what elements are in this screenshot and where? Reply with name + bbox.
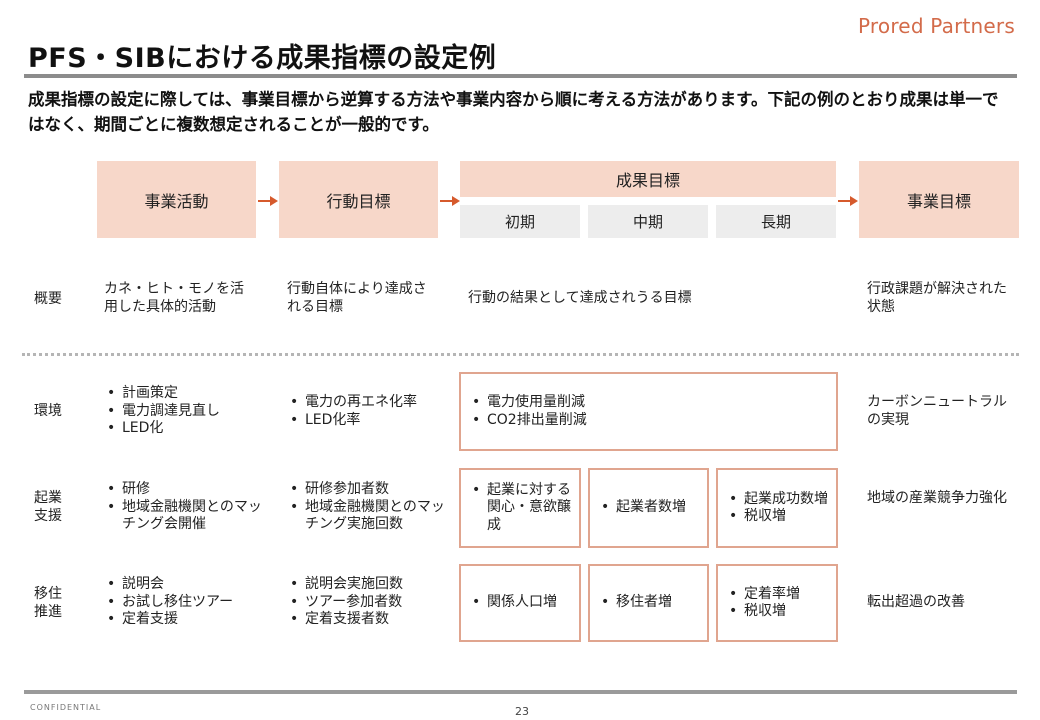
- migration-early-box: 関係人口増: [459, 564, 581, 642]
- migration-business-goal: 転出超過の改善: [867, 594, 965, 610]
- arrow-head-icon: [850, 196, 858, 206]
- overview-outcome-goal: 行動の結果として達成されうる目標: [468, 290, 692, 306]
- header-business-goal: 事業目標: [859, 161, 1019, 238]
- migration-activity: 説明会 お試し移住ツアー 定着支援: [104, 576, 264, 629]
- list-item: 地域金融機関とのマッチング実施回数: [287, 499, 447, 534]
- list-item: 説明会: [104, 576, 264, 594]
- header-mid: 中期: [588, 205, 708, 238]
- list-item: LED化率: [287, 412, 447, 430]
- env-action-goal: 電力の再エネ化率 LED化率: [287, 394, 447, 429]
- env-business-goal: カーボンニュートラルの実現: [867, 394, 1007, 428]
- list-item: 定着率増: [726, 586, 800, 604]
- list-item: 関係人口増: [469, 594, 557, 612]
- list-item: 研修: [104, 481, 264, 499]
- arrow-icon: [258, 200, 270, 202]
- row-label-startup: 起業支援: [34, 490, 62, 524]
- header-activity: 事業活動: [97, 161, 256, 238]
- list-item: 定着支援者数: [287, 611, 447, 629]
- page-title: PFS・SIBにおける成果指標の設定例: [28, 43, 497, 74]
- overview-activity: カネ・ヒト・モノを活用した具体的活動: [104, 281, 244, 315]
- list-item: LED化: [104, 420, 264, 438]
- confidential-label: CONFIDENTIAL: [30, 703, 102, 712]
- arrow-icon: [838, 200, 850, 202]
- list-item: 説明会実施回数: [287, 576, 447, 594]
- row-label-overview: 概要: [34, 291, 62, 307]
- migration-mid-box: 移住者増: [588, 564, 709, 642]
- list-item: 定着支援: [104, 611, 264, 629]
- brand-logo-text: Prored Partners: [858, 14, 1015, 38]
- overview-business-goal: 行政課題が解決された状態: [867, 281, 1007, 315]
- startup-action-goal: 研修参加者数 地域金融機関とのマッチング実施回数: [287, 481, 447, 534]
- list-item: ツアー参加者数: [287, 594, 447, 612]
- dotted-divider: [22, 353, 1019, 356]
- page-number: 23: [515, 705, 529, 718]
- arrow-head-icon: [270, 196, 278, 206]
- list-item: 起業者数増: [598, 499, 686, 517]
- migration-long-box: 定着率増 税収増: [716, 564, 838, 642]
- footer-divider: [24, 690, 1017, 694]
- header-action-goal: 行動目標: [279, 161, 438, 238]
- row-label-environment: 環境: [34, 403, 62, 419]
- list-item: 電力使用量削減: [469, 394, 587, 412]
- header-early: 初期: [460, 205, 580, 238]
- env-activity: 計画策定 電力調達見直し LED化: [104, 385, 264, 438]
- list-item: 税収増: [726, 603, 800, 621]
- startup-activity: 研修 地域金融機関とのマッチング会開催: [104, 481, 264, 534]
- startup-business-goal: 地域の産業競争力強化: [867, 490, 1007, 506]
- list-item: 税収増: [726, 508, 828, 526]
- list-item: 移住者増: [598, 594, 672, 612]
- list-item: 電力の再エネ化率: [287, 394, 447, 412]
- list-item: 電力調達見直し: [104, 403, 264, 421]
- env-outcome-box: 電力使用量削減 CO2排出量削減: [459, 372, 838, 451]
- list-item: 研修参加者数: [287, 481, 447, 499]
- list-item: CO2排出量削減: [469, 412, 587, 430]
- startup-early-box: 起業に対する関心・意欲醸成: [459, 468, 581, 548]
- list-item: 地域金融機関とのマッチング会開催: [104, 499, 264, 534]
- startup-long-box: 起業成功数増 税収増: [716, 468, 838, 548]
- list-item: 起業成功数増: [726, 491, 828, 509]
- overview-action-goal: 行動自体により達成される目標: [287, 281, 427, 315]
- list-item: 起業に対する関心・意欲醸成: [469, 482, 571, 535]
- startup-mid-box: 起業者数増: [588, 468, 709, 548]
- title-divider: [24, 74, 1017, 78]
- arrow-head-icon: [452, 196, 460, 206]
- lead-text: 成果指標の設定に際しては、事業目標から逆算する方法や事業内容から順に考える方法が…: [28, 90, 999, 134]
- list-item: お試し移住ツアー: [104, 594, 264, 612]
- arrow-icon: [440, 200, 452, 202]
- list-item: 計画策定: [104, 385, 264, 403]
- migration-action-goal: 説明会実施回数 ツアー参加者数 定着支援者数: [287, 576, 447, 629]
- header-outcome-goal: 成果目標: [460, 161, 836, 197]
- row-label-migration: 移住推進: [34, 586, 62, 620]
- header-long: 長期: [716, 205, 836, 238]
